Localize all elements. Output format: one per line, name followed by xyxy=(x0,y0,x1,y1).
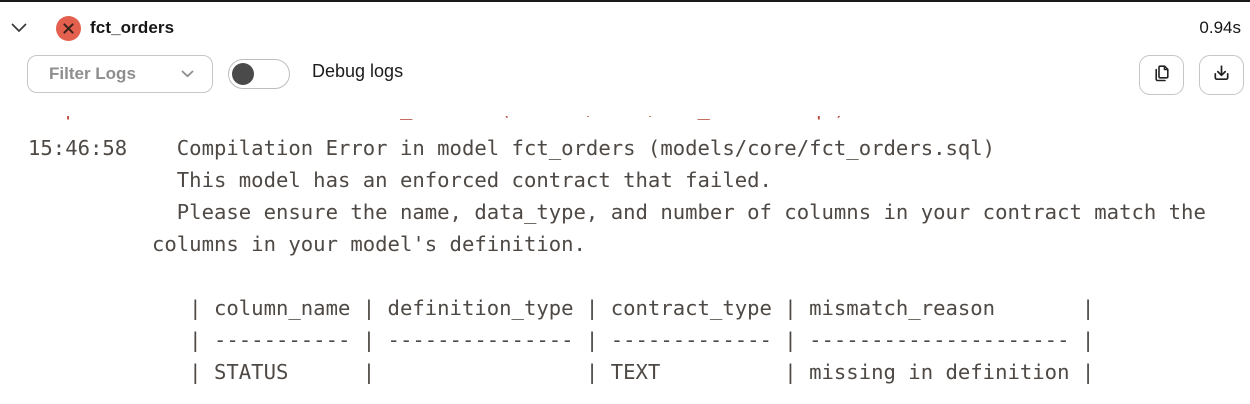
debug-logs-label: Debug logs xyxy=(312,61,404,81)
filter-logs-label: Filter Logs xyxy=(49,64,136,83)
log-output-scroll-area[interactable]: Compilation Error in model fct_orders (m… xyxy=(0,116,1250,404)
toggle-knob xyxy=(232,62,254,85)
chevron-down-icon[interactable] xyxy=(8,17,30,39)
log-text: Compilation Error in model fct_orders (m… xyxy=(28,116,1250,388)
download-icon xyxy=(1211,63,1232,87)
filter-logs-dropdown[interactable]: Filter Logs xyxy=(27,55,213,93)
error-x-circle-icon xyxy=(56,15,81,41)
copy-icon xyxy=(1151,63,1172,87)
debug-logs-toggle[interactable] xyxy=(228,59,290,89)
log-lines: 15:46:58 Compilation Error in model fct_… xyxy=(28,136,1206,384)
run-duration: 0.94s xyxy=(1199,18,1241,37)
model-header-row: fct_orders 0.94s xyxy=(0,4,1250,52)
copy-logs-button[interactable] xyxy=(1139,55,1184,95)
log-toolbar: Filter Logs Debug logs xyxy=(0,52,1250,97)
download-logs-button[interactable] xyxy=(1199,55,1244,95)
clipped-error-headline: Compilation Error in model fct_orders (m… xyxy=(28,116,1250,124)
chevron-down-icon xyxy=(181,70,194,78)
model-name: fct_orders xyxy=(90,18,175,37)
